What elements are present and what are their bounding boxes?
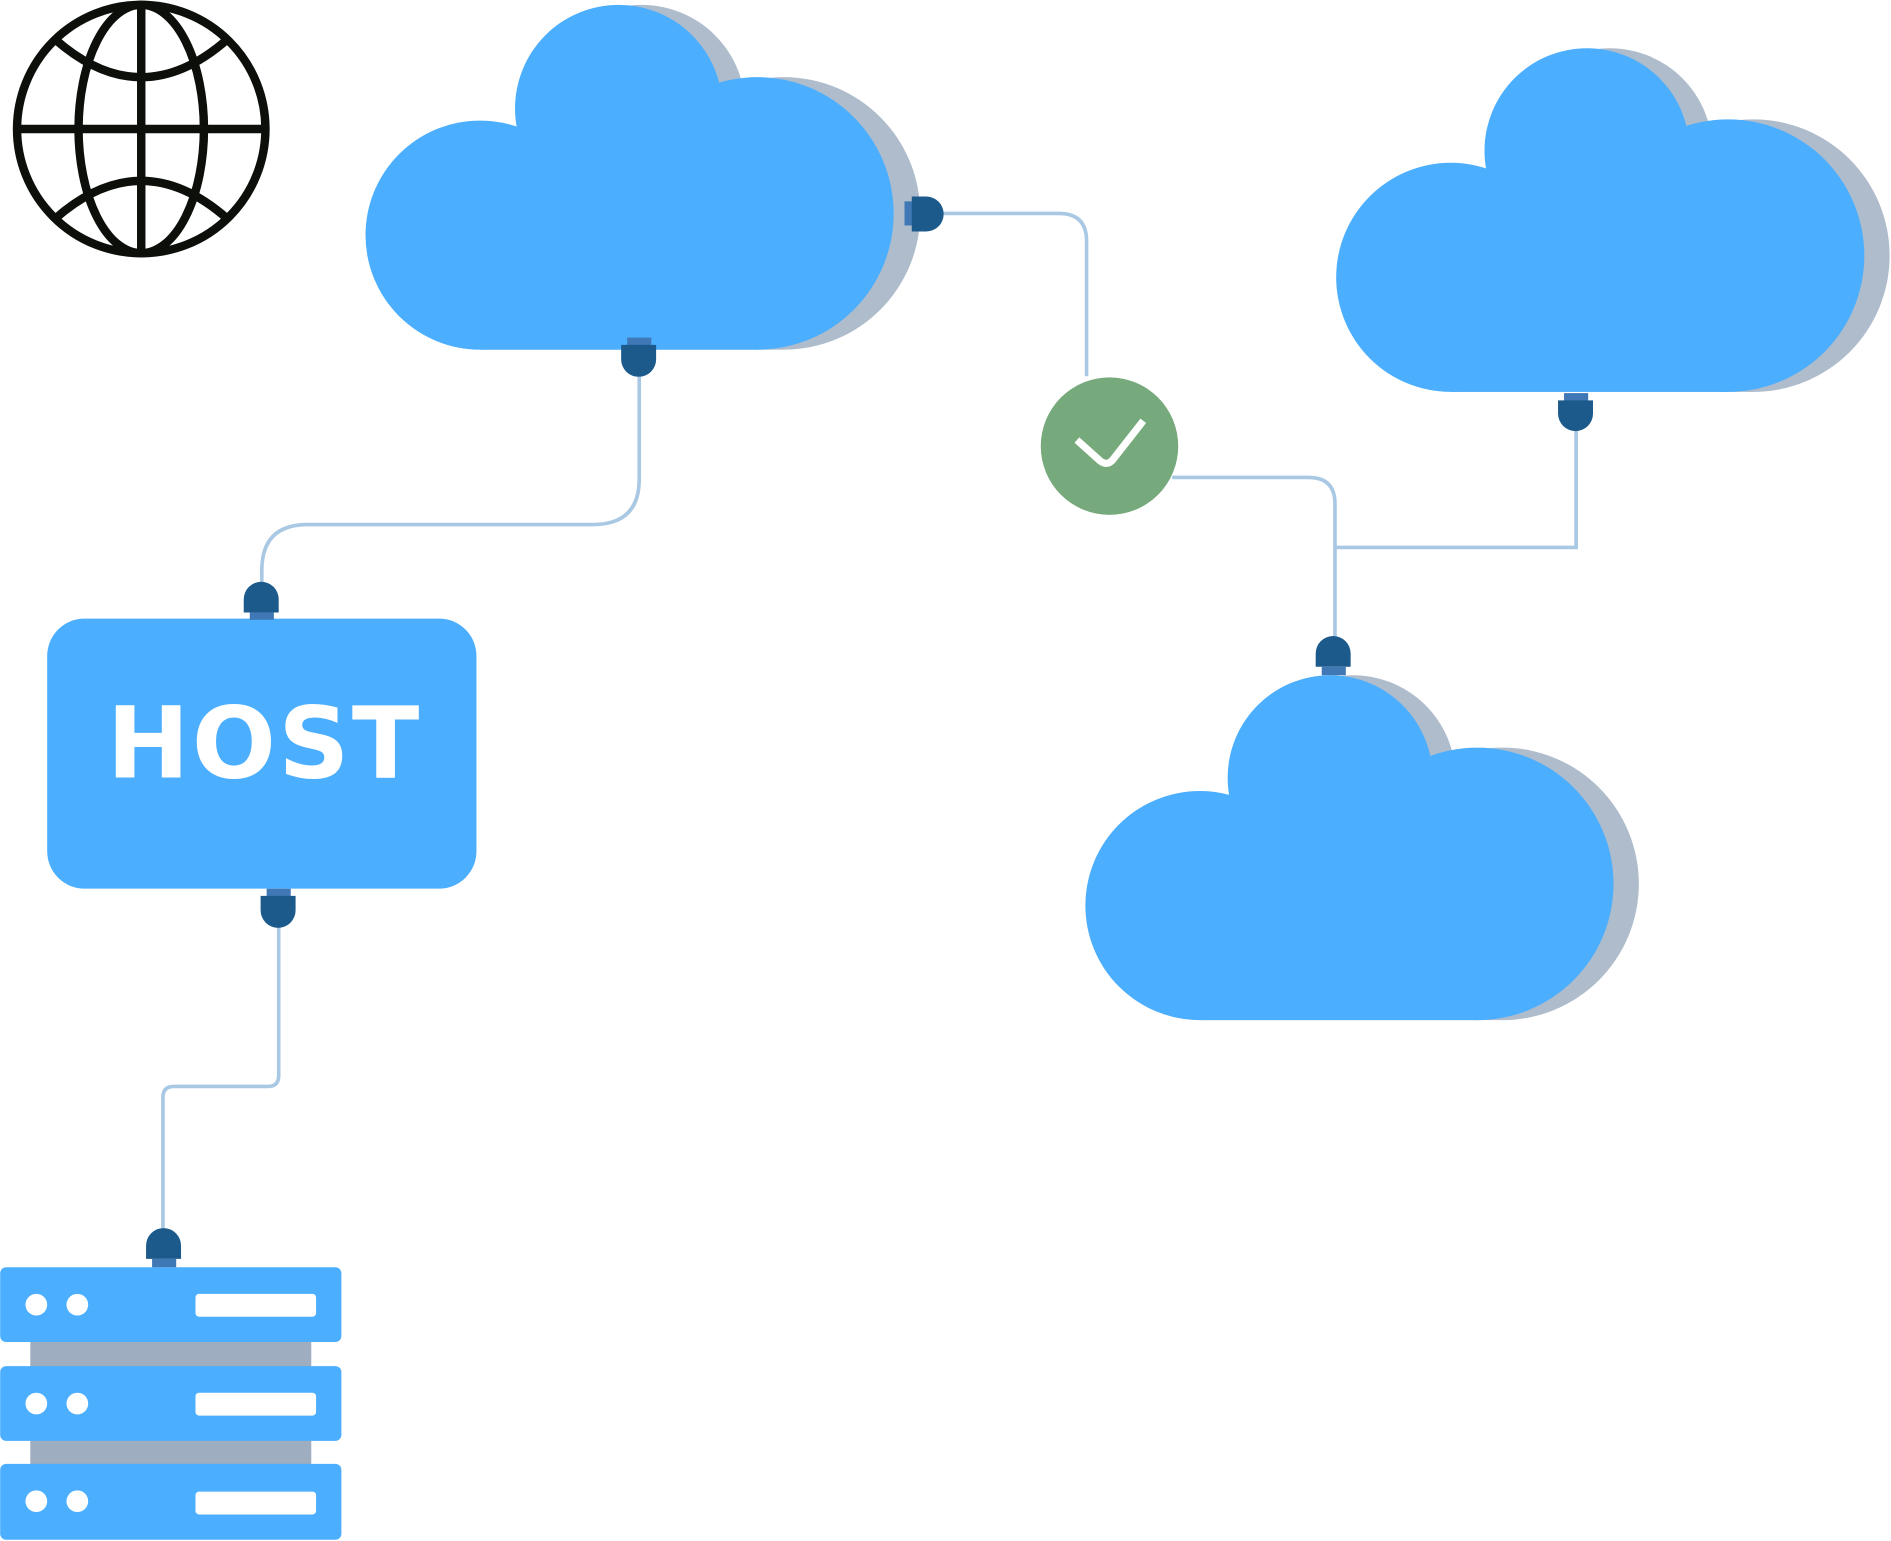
cloud-icon <box>1336 48 1890 392</box>
status-ok-indicator <box>1040 377 1179 515</box>
cable-cloud1-to-host <box>260 373 642 584</box>
server-icon <box>0 1267 342 1540</box>
host-label: HOST <box>107 687 422 802</box>
plug-icon <box>1315 636 1351 676</box>
check-icon <box>1074 418 1147 467</box>
cloud-icon <box>1085 675 1639 1021</box>
plug-icon <box>260 888 296 928</box>
globe-icon <box>12 0 270 258</box>
cable-cloud1-to-status <box>926 211 1089 377</box>
plug-icon <box>1558 393 1594 432</box>
plug-icon <box>904 196 944 232</box>
cable-host-to-server <box>161 922 281 1230</box>
cable-status-to-cloud3 <box>1172 475 1337 637</box>
plug-icon <box>243 581 279 620</box>
plug-icon <box>621 337 657 377</box>
cable-cloud2-to-cloud3 <box>1334 428 1578 550</box>
host-box: HOST <box>47 618 477 889</box>
cloud-icon <box>365 4 921 350</box>
plug-icon <box>146 1228 182 1268</box>
